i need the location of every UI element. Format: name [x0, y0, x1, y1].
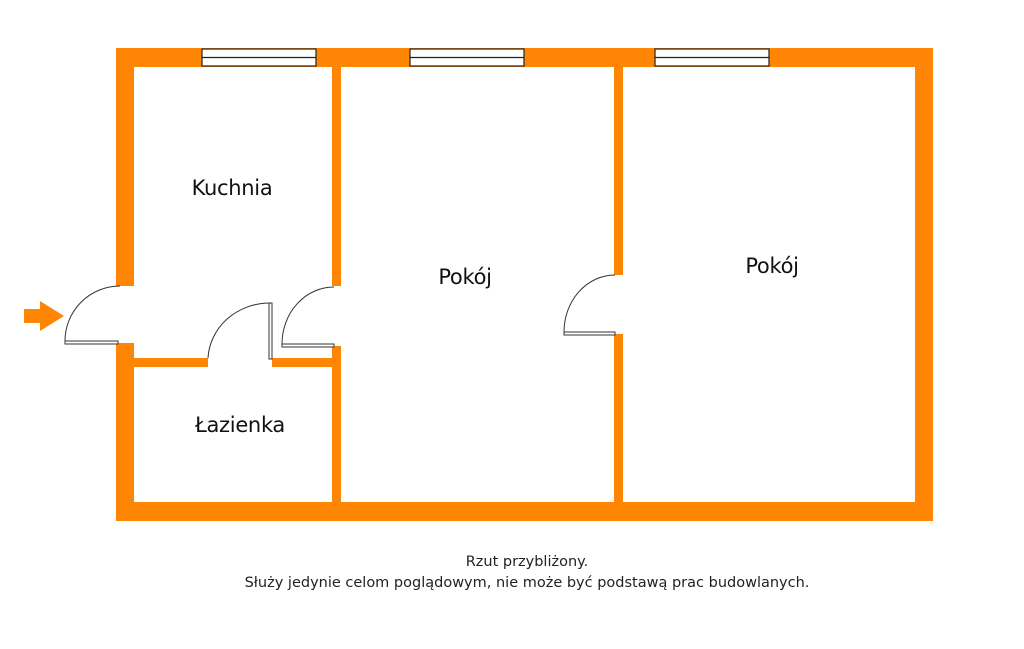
room-label-bathroom: Łazienka [194, 413, 286, 437]
caption-line-2: Służy jedynie celom poglądowym, nie może… [244, 575, 810, 591]
walls [116, 48, 933, 521]
room-label-kitchen: Kuchnia [191, 176, 273, 200]
caption-line-1: Rzut przybliżony. [465, 554, 589, 570]
door-bathroom [207, 302, 273, 360]
window-kitchen [201, 48, 317, 67]
window-middle-room [409, 48, 525, 67]
windows [201, 48, 770, 67]
doors [64, 274, 616, 360]
door-right-room [563, 274, 616, 336]
door-entrance [64, 285, 121, 345]
room-label-middle-room: Pokój [438, 265, 492, 289]
door-middle-room [281, 286, 335, 348]
room-label-right-room: Pokój [745, 254, 799, 278]
entrance-arrow-icon [24, 301, 64, 331]
window-right-room [654, 48, 770, 67]
